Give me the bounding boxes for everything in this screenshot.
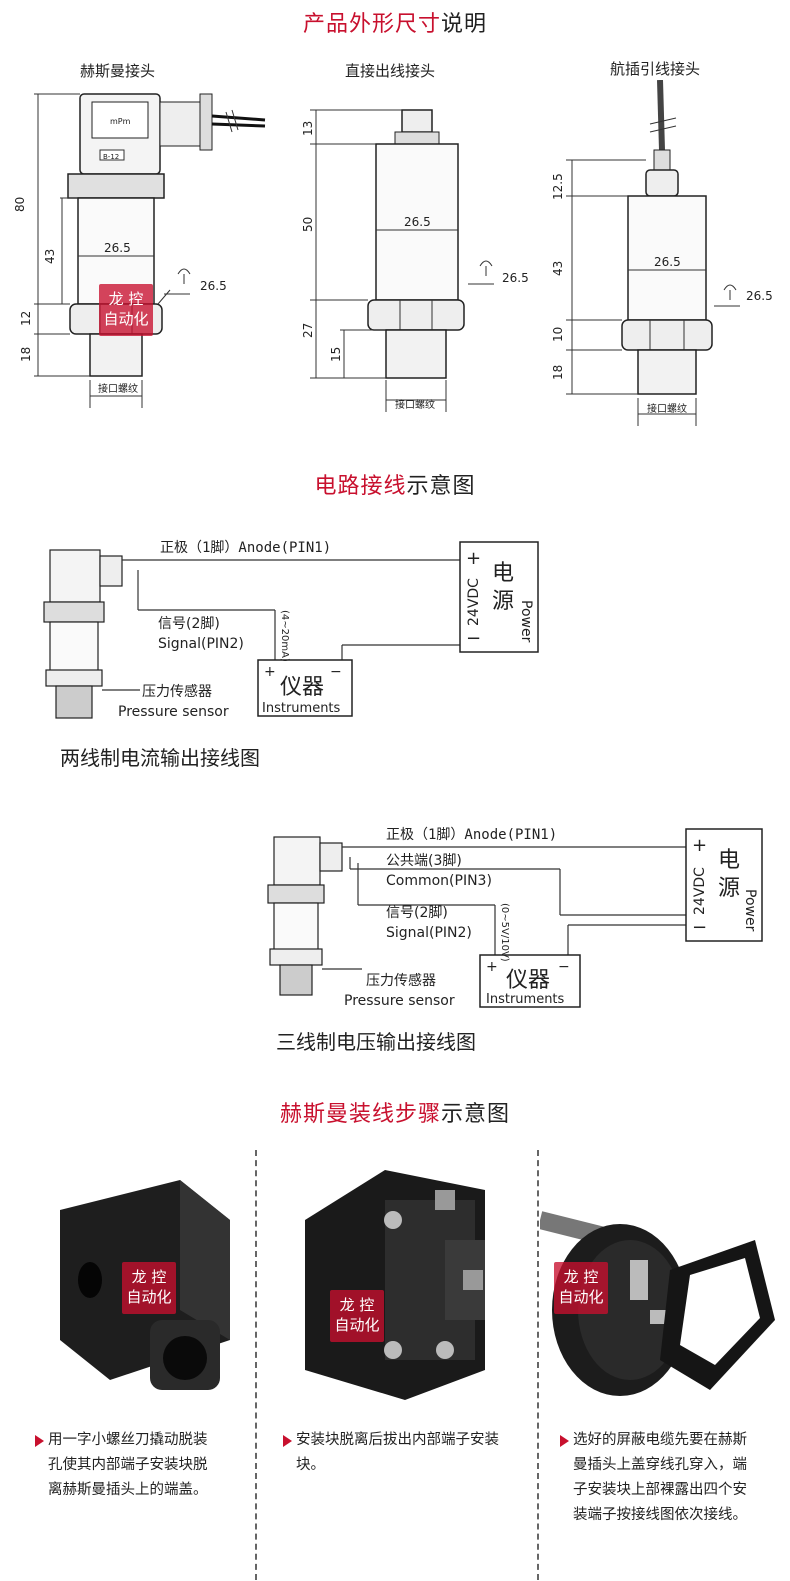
section-title-wiring: 电路接线示意图 xyxy=(314,474,476,499)
bullet-arrow-icon xyxy=(283,1435,292,1447)
three-wire-common-en: Common(PIN3) xyxy=(386,873,492,889)
dim-d-13: 13 xyxy=(301,121,315,136)
dim-a-18: 18 xyxy=(551,365,565,380)
direct-sensor-drawing xyxy=(310,109,494,412)
two-wire-sensor-en: Pressure sensor xyxy=(118,704,229,720)
dim-h-43: 43 xyxy=(43,249,57,264)
three-wire-common-cn: 公共端(3脚) xyxy=(386,853,462,869)
svg-text:+: + xyxy=(466,548,481,569)
step-2-text: 安装块脱离后拔出内部端子安装块。 xyxy=(283,1428,506,1478)
aviation-sensor-drawing xyxy=(566,80,740,426)
dim-d-15: 15 xyxy=(329,347,343,362)
two-wire-power-cn2: 源 xyxy=(492,589,514,614)
dim-h-plate1: mPm xyxy=(110,117,131,126)
two-wire-signal-cn: 信号(2脚) xyxy=(158,616,220,632)
step-1-text: 用一字小螺丝刀撬动脱装孔使其内部端子安装块脱离赫斯曼插头上的端盖。 xyxy=(35,1428,208,1503)
three-wire-range: (0~5V/10V) xyxy=(499,903,510,962)
bullet-arrow-icon xyxy=(35,1435,44,1447)
dim-d-50: 50 xyxy=(301,217,315,232)
three-wire-power-cn2: 源 xyxy=(718,876,740,901)
three-wire-inst-en: Instruments xyxy=(486,992,565,1007)
dim-h-hex: 26.5 xyxy=(200,279,227,293)
two-wire-range: (4~20mA) xyxy=(279,610,290,662)
dimension-drawings: 80 43 12 18 26.5 26.5 接口螺纹 mPm B-12 13 5… xyxy=(13,80,773,426)
svg-text:+: + xyxy=(264,664,276,680)
three-wire-power-cn1: 电 xyxy=(718,848,740,873)
hirschmann-sensor-drawing xyxy=(34,93,266,408)
svg-text:−: − xyxy=(558,959,570,975)
dim-title-hirschmann: 赫斯曼接头 xyxy=(80,62,156,80)
two-wire-anode: 正极（1脚）Anode(PIN1) xyxy=(160,540,331,556)
dim-a-125: 12.5 xyxy=(551,173,565,200)
section-title-dimensions: 产品外形尺寸说明 xyxy=(302,12,488,37)
three-wire-anode: 正极（1脚）Anode(PIN1) xyxy=(386,827,557,843)
two-wire-signal-en: Signal(PIN2) xyxy=(158,636,244,652)
dim-h-plate2: B-12 xyxy=(103,153,119,161)
dim-h-dia: 26.5 xyxy=(104,241,131,255)
svg-text:−: − xyxy=(330,664,342,680)
svg-text:−: − xyxy=(692,917,707,938)
dim-d-hex: 26.5 xyxy=(502,271,529,285)
three-wire-sensor-en: Pressure sensor xyxy=(344,993,455,1009)
three-wire-diagram: 正极（1脚）Anode(PIN1) 公共端(3脚) Common(PIN3) 信… xyxy=(267,827,763,1009)
bullet-arrow-icon xyxy=(560,1435,569,1447)
two-wire-caption: 两线制电流输出接线图 xyxy=(60,746,260,770)
dim-h-12: 12 xyxy=(19,311,33,326)
svg-text:+: + xyxy=(692,835,707,856)
dim-a-dia: 26.5 xyxy=(654,255,681,269)
three-wire-caption: 三线制电压输出接线图 xyxy=(276,1030,476,1054)
step1-photo xyxy=(30,1170,240,1400)
svg-text:−: − xyxy=(466,628,481,649)
dim-a-43: 43 xyxy=(551,261,565,276)
two-wire-sensor-cn: 压力传感器 xyxy=(142,683,212,700)
watermark-logo: 龙 控 自动化 xyxy=(554,1262,608,1314)
dim-d-27: 27 xyxy=(301,323,315,338)
step-3-text: 选好的屏蔽电缆先要在赫斯曼插头上盖穿线孔穿入，端子安装块上部裸露出四个安装端子按… xyxy=(560,1428,749,1528)
dim-title-direct: 直接出线接头 xyxy=(345,62,436,80)
dim-a-hex: 26.5 xyxy=(746,289,773,303)
column-divider xyxy=(537,1150,539,1580)
svg-text:+: + xyxy=(486,959,498,975)
dim-a-thread: 接口螺纹 xyxy=(647,402,687,415)
three-wire-signal-en: Signal(PIN2) xyxy=(386,925,472,941)
watermark-logo: 龙 控 自动化 xyxy=(99,284,153,336)
two-wire-power-cn1: 电 xyxy=(492,561,514,586)
watermark-logo: 龙 控 自动化 xyxy=(122,1262,176,1314)
three-wire-inst-cn: 仪器 xyxy=(506,968,550,993)
dim-h-thread: 接口螺纹 xyxy=(98,382,138,395)
column-divider xyxy=(255,1150,257,1580)
two-wire-inst-en: Instruments xyxy=(262,701,341,716)
three-wire-signal-cn: 信号(2脚) xyxy=(386,905,448,921)
step2-photo xyxy=(295,1160,505,1400)
watermark-logo: 龙 控 自动化 xyxy=(330,1290,384,1342)
two-wire-vdc: 24VDC xyxy=(466,578,482,626)
two-wire-power-en: Power xyxy=(518,600,534,643)
dim-h-18: 18 xyxy=(19,347,33,362)
dim-d-dia: 26.5 xyxy=(404,215,431,229)
dim-a-10: 10 xyxy=(551,327,565,342)
dim-h-80: 80 xyxy=(13,197,27,212)
two-wire-diagram: 正极（1脚）Anode(PIN1) 信号(2脚) Signal(PIN2) (4… xyxy=(43,540,539,720)
two-wire-inst-cn: 仪器 xyxy=(280,675,324,700)
three-wire-sensor-cn: 压力传感器 xyxy=(366,972,436,989)
section-title-assembly: 赫斯曼装线步骤示意图 xyxy=(279,1102,511,1127)
three-wire-power-en: Power xyxy=(742,889,758,932)
dim-d-thread: 接口螺纹 xyxy=(395,398,435,411)
three-wire-vdc: 24VDC xyxy=(692,867,708,915)
dim-title-aviation: 航插引线接头 xyxy=(610,60,701,78)
